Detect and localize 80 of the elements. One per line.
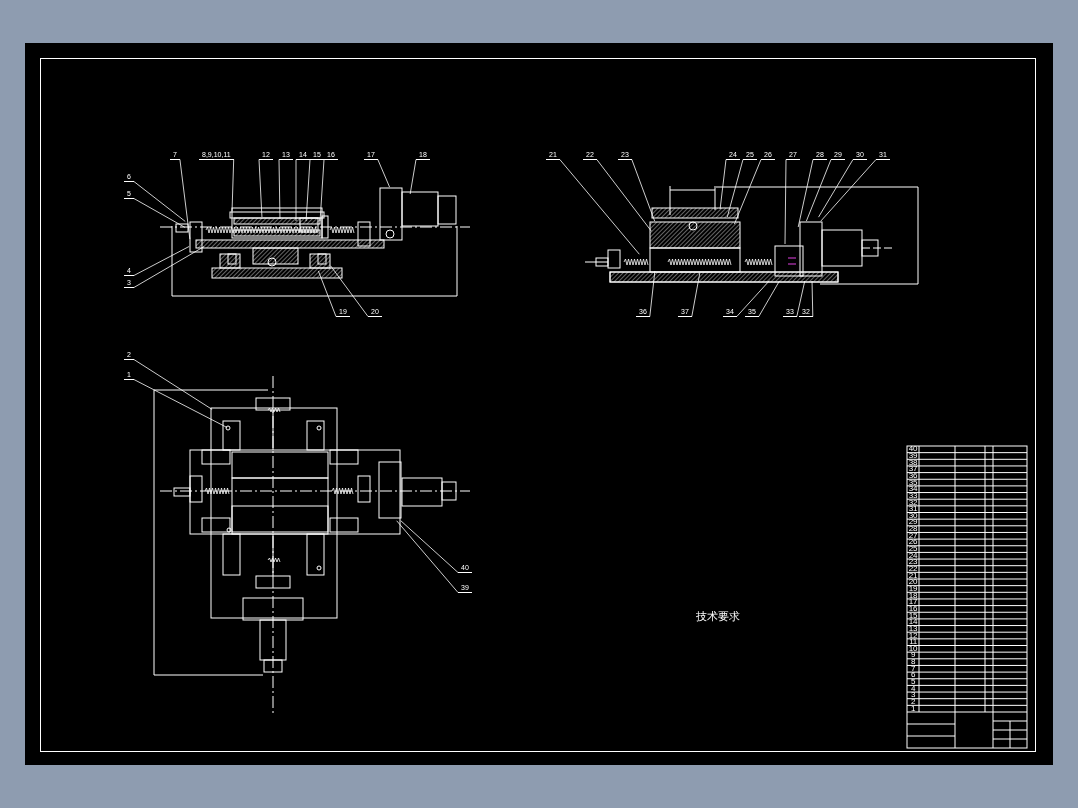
row-number: 19 bbox=[907, 585, 919, 593]
leader-line bbox=[649, 270, 656, 317]
notes-heading: 技术要求 bbox=[696, 609, 740, 624]
row-number: 2 bbox=[909, 699, 917, 706]
row-number: 8 bbox=[909, 659, 917, 666]
row-number: 3 bbox=[909, 692, 917, 699]
row-number: 24 bbox=[907, 552, 919, 560]
row-number: 40 bbox=[907, 446, 919, 453]
leader-line bbox=[818, 159, 854, 218]
row-number: 12 bbox=[907, 632, 919, 640]
row-number: 20 bbox=[907, 579, 919, 586]
row-number: 35 bbox=[907, 479, 919, 487]
leader-line bbox=[559, 159, 640, 255]
row-number: 39 bbox=[907, 452, 919, 460]
leader-line bbox=[820, 159, 877, 222]
row-number: 37 bbox=[907, 466, 919, 473]
row-number: 16 bbox=[907, 605, 919, 613]
leader-line bbox=[330, 265, 369, 317]
row-number: 1 bbox=[909, 705, 917, 713]
row-number: 9 bbox=[910, 652, 916, 660]
row-number: 23 bbox=[907, 559, 919, 566]
row-number: 29 bbox=[907, 519, 919, 527]
leader-line bbox=[734, 159, 762, 225]
leader-line bbox=[295, 159, 297, 222]
row-number: 22 bbox=[907, 566, 919, 573]
leader-line bbox=[258, 159, 263, 218]
leader-line bbox=[231, 159, 235, 212]
leader-line bbox=[797, 159, 814, 228]
leader-line bbox=[796, 280, 806, 317]
leader-line bbox=[377, 159, 390, 188]
leader-line bbox=[726, 159, 744, 218]
row-number: 32 bbox=[907, 499, 919, 507]
leader-line bbox=[396, 520, 459, 593]
row-number: 7 bbox=[909, 665, 917, 673]
front-view-drawing bbox=[159, 187, 471, 297]
row-number: 4 bbox=[909, 685, 917, 693]
leader-line bbox=[736, 280, 770, 317]
row-number: 15 bbox=[907, 612, 919, 620]
row-number: 33 bbox=[907, 492, 919, 500]
top-view-drawing bbox=[153, 375, 471, 716]
row-number: 6 bbox=[909, 672, 917, 679]
row-number: 36 bbox=[907, 472, 919, 480]
row-number: 27 bbox=[907, 532, 919, 540]
leader-line bbox=[133, 379, 228, 428]
row-number: 26 bbox=[907, 539, 919, 546]
row-number: 14 bbox=[907, 619, 919, 626]
leader-line bbox=[179, 159, 191, 240]
row-number: 10 bbox=[907, 645, 919, 653]
leader-line bbox=[400, 520, 459, 573]
row-number: 5 bbox=[909, 679, 917, 686]
row-number: 38 bbox=[907, 459, 919, 467]
leader-line bbox=[784, 159, 787, 245]
leader-line bbox=[805, 159, 832, 222]
leader-line bbox=[133, 246, 190, 276]
row-number: 21 bbox=[907, 572, 919, 580]
leader-line bbox=[811, 280, 814, 317]
row-number: 18 bbox=[907, 592, 919, 600]
leader-line bbox=[133, 359, 213, 410]
leader-line bbox=[319, 159, 325, 222]
row-number: 28 bbox=[907, 526, 919, 533]
row-number: 17 bbox=[907, 599, 919, 606]
leader-line bbox=[596, 159, 652, 232]
leader-line bbox=[317, 270, 337, 317]
leader-line bbox=[305, 159, 311, 222]
leader-line bbox=[758, 280, 780, 317]
side-view-drawing bbox=[584, 185, 919, 285]
leader-line bbox=[133, 198, 186, 228]
row-number: 25 bbox=[907, 546, 919, 553]
leader-line bbox=[133, 246, 205, 288]
leader-line bbox=[278, 159, 281, 220]
leader-line bbox=[409, 159, 417, 195]
leader-line bbox=[631, 159, 656, 222]
leader-line bbox=[691, 272, 701, 317]
leader-line bbox=[719, 159, 727, 210]
row-number: 30 bbox=[907, 512, 919, 520]
row-number: 11 bbox=[908, 639, 918, 646]
row-number: 34 bbox=[907, 486, 919, 493]
leader-line bbox=[133, 181, 186, 222]
row-number: 31 bbox=[907, 506, 919, 513]
row-number: 13 bbox=[907, 625, 919, 633]
